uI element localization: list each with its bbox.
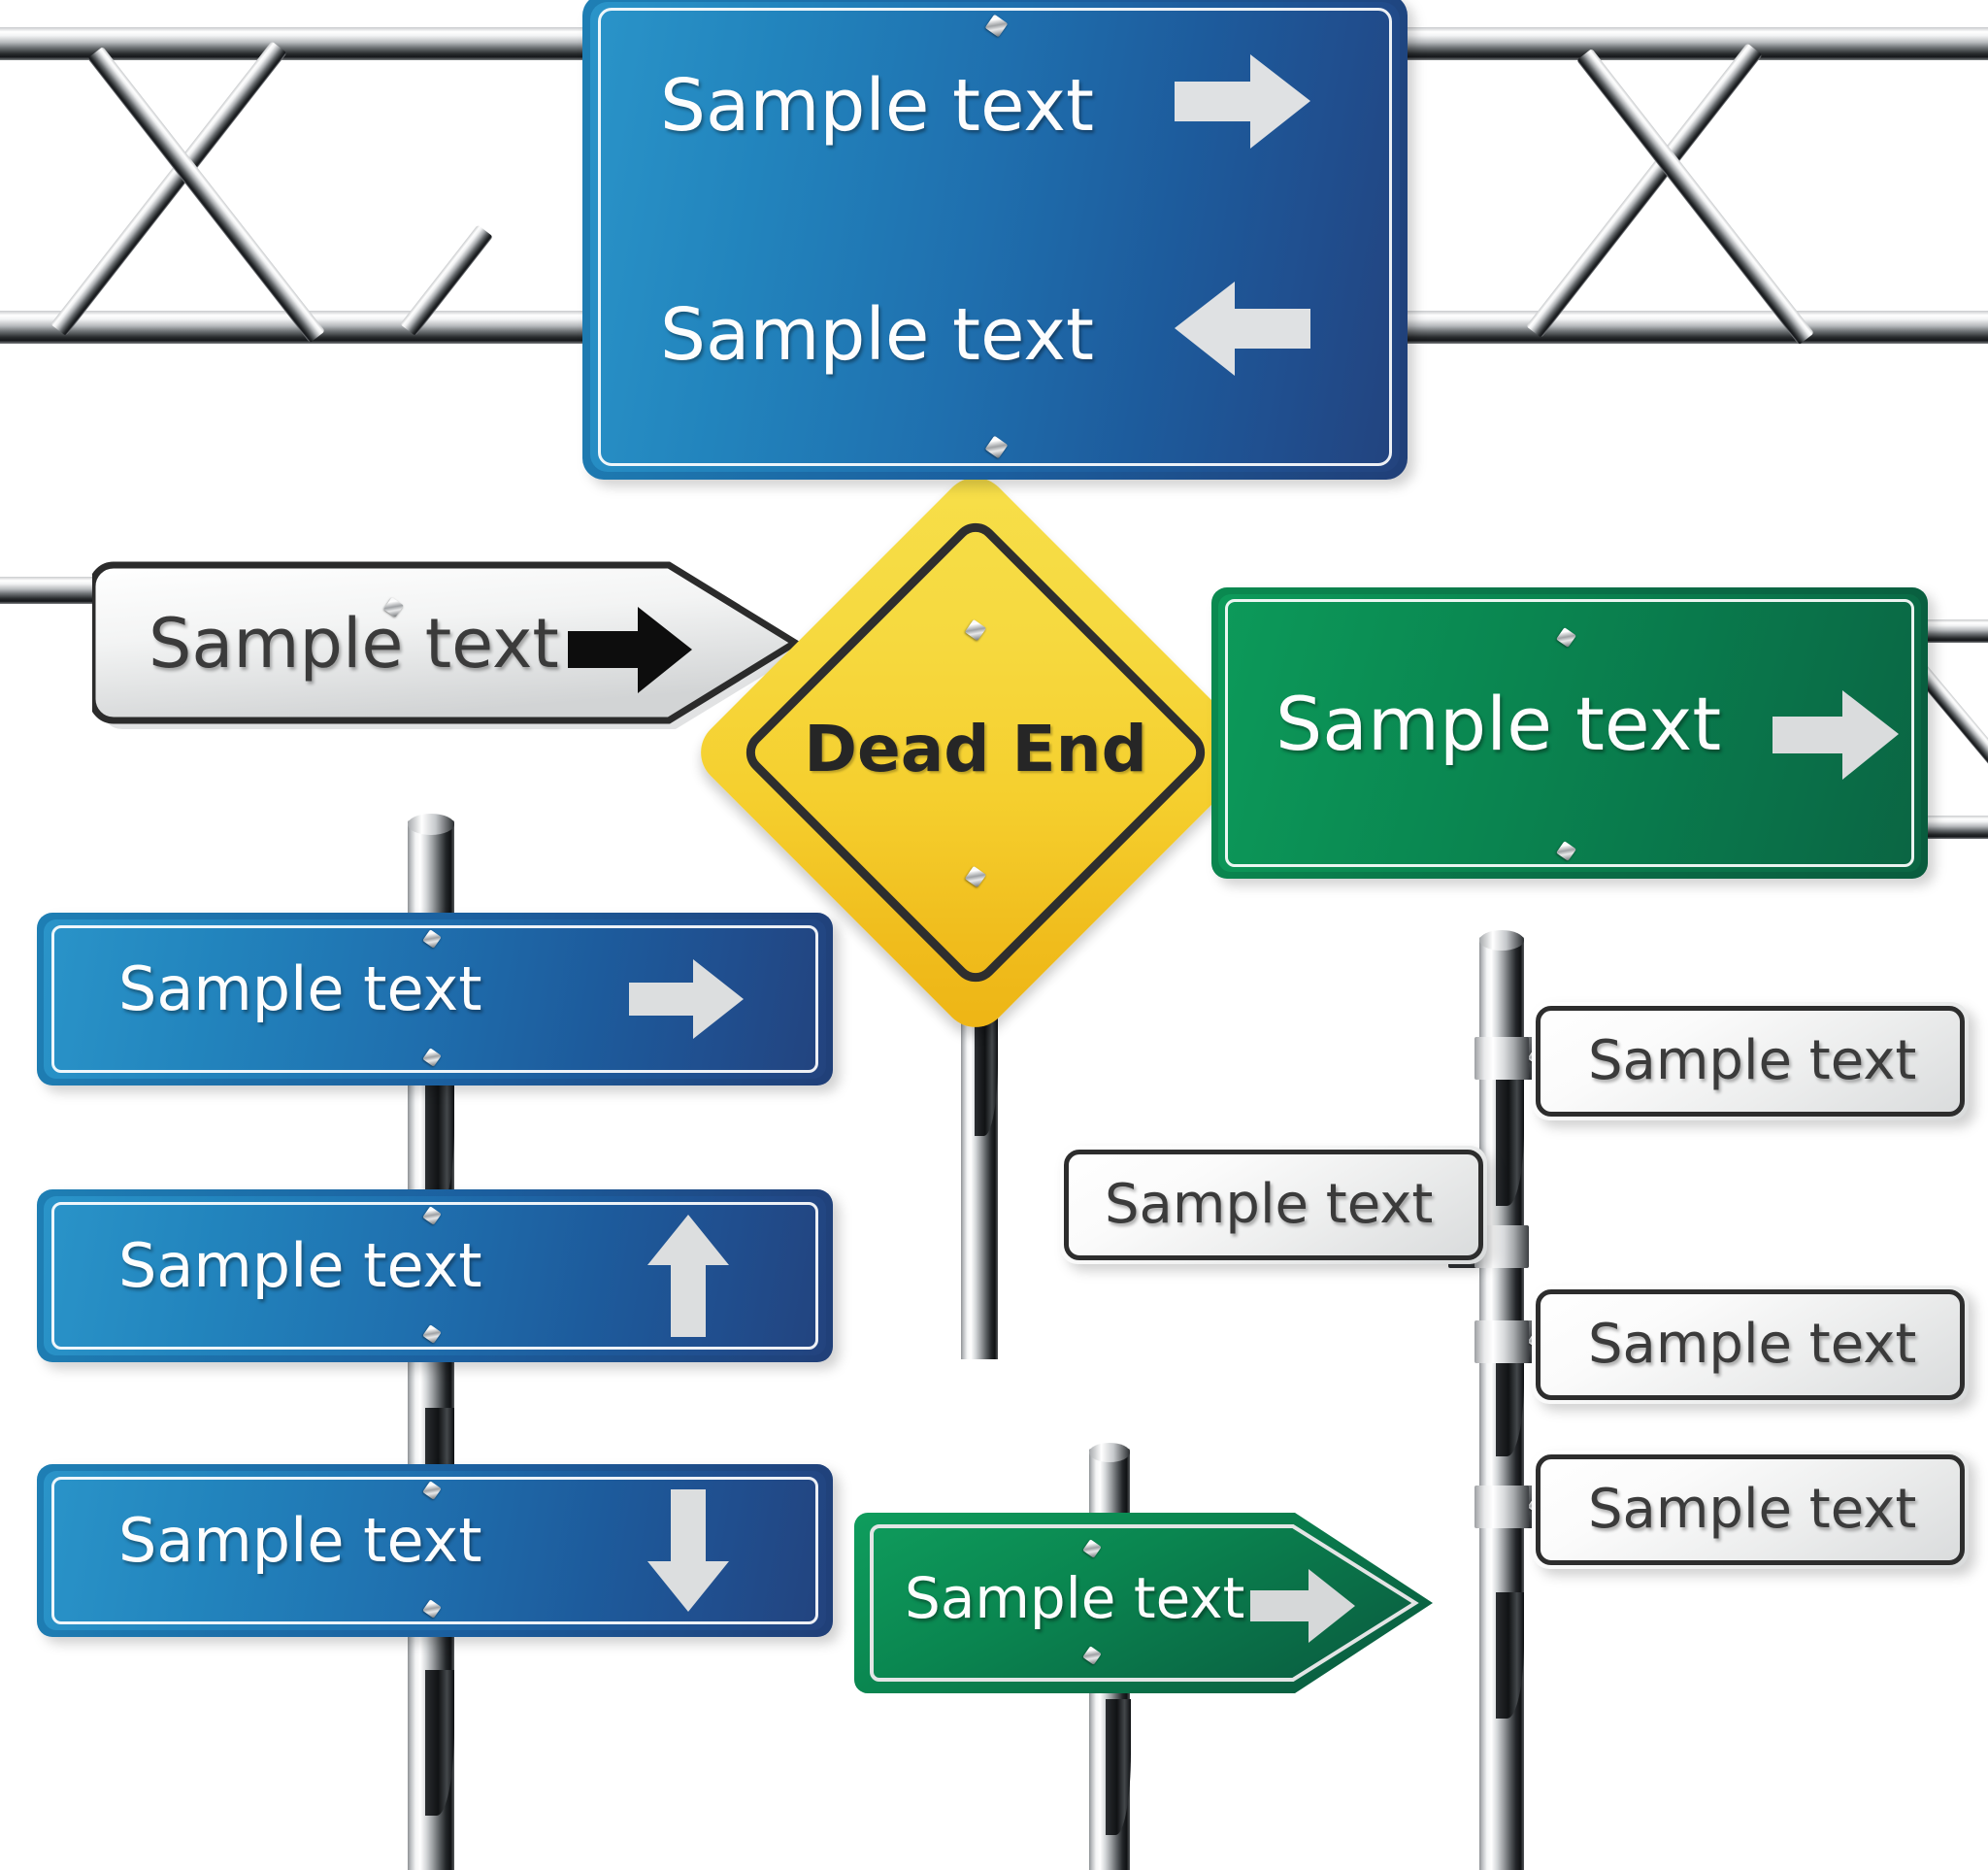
truss-diagonal-6 <box>1526 43 1763 339</box>
green-rect-sign[interactable]: Sample text <box>1211 587 1935 885</box>
truss-diagonal-1 <box>50 41 287 337</box>
white-small-sign-1[interactable]: Sample text <box>1532 1002 1975 1127</box>
blue-stack-sign-2[interactable]: Sample text <box>37 1189 840 1369</box>
white-small-sign-3-label: Sample text <box>1588 1478 1917 1541</box>
truss-diagonal-2 <box>87 46 325 344</box>
arrow-right-icon <box>1250 1567 1355 1645</box>
arrow-up-icon <box>645 1215 732 1337</box>
white-arrow-sign-label: Sample text <box>149 604 559 684</box>
arrow-right-icon <box>629 957 744 1041</box>
sign-face <box>1532 1451 1969 1569</box>
green-pointed-pole-cap <box>1089 1443 1130 1462</box>
arrow-right-icon <box>1773 687 1899 783</box>
gantry-sign-line1-label: Sample text <box>660 64 1095 148</box>
white-arrow-sign[interactable]: Sample text <box>92 544 830 738</box>
sign-face <box>1060 1146 1487 1264</box>
green-pointed-sign-shape <box>854 1513 1433 1693</box>
blue-stack-sign-1[interactable]: Sample text <box>37 913 840 1092</box>
white-small-sign-1-label: Sample text <box>1588 1029 1917 1092</box>
sign-face <box>1532 1002 1969 1120</box>
green-pointed-sign[interactable]: Sample text <box>854 1505 1446 1697</box>
white-stack-pole-cap <box>1479 930 1524 951</box>
blue-stack-pole-cap <box>408 814 454 835</box>
sign-face <box>1532 1286 1969 1404</box>
arrow-right-icon <box>1175 50 1310 152</box>
white-small-sign-left[interactable]: Sample text <box>1060 1146 1494 1271</box>
arrow-right-icon <box>568 604 692 696</box>
white-arrow-sign-shape <box>92 561 802 729</box>
truss-diagonal-7 <box>1576 48 1814 346</box>
arrow-left-icon <box>1175 278 1310 380</box>
green-pointed-sign-label: Sample text <box>905 1565 1245 1631</box>
blue-stack-sign-1-label: Sample text <box>118 953 482 1024</box>
dead-end-sign[interactable]: Dead End <box>687 464 1264 1041</box>
blue-stack-sign-2-label: Sample text <box>118 1230 482 1301</box>
white-small-sign-3[interactable]: Sample text <box>1532 1451 1975 1576</box>
blue-stack-sign-3[interactable]: Sample text <box>37 1464 840 1644</box>
white-small-sign-2-label: Sample text <box>1588 1313 1917 1376</box>
pole-collar-4 <box>1474 1486 1529 1528</box>
gantry-sign-line2-label: Sample text <box>660 293 1095 377</box>
arrow-down-icon <box>645 1489 732 1612</box>
green-rect-sign-label: Sample text <box>1276 681 1722 767</box>
pole-collar-1 <box>1474 1037 1529 1080</box>
white-small-sign-2[interactable]: Sample text <box>1532 1286 1975 1411</box>
dead-end-sign-label: Dead End <box>804 712 1147 786</box>
white-small-sign-left-label: Sample text <box>1105 1173 1434 1236</box>
blue-stack-sign-3-label: Sample text <box>118 1505 482 1576</box>
pole-collar-3 <box>1474 1320 1529 1363</box>
gantry-blue-sign[interactable]: Sample text Sample text <box>582 0 1414 486</box>
